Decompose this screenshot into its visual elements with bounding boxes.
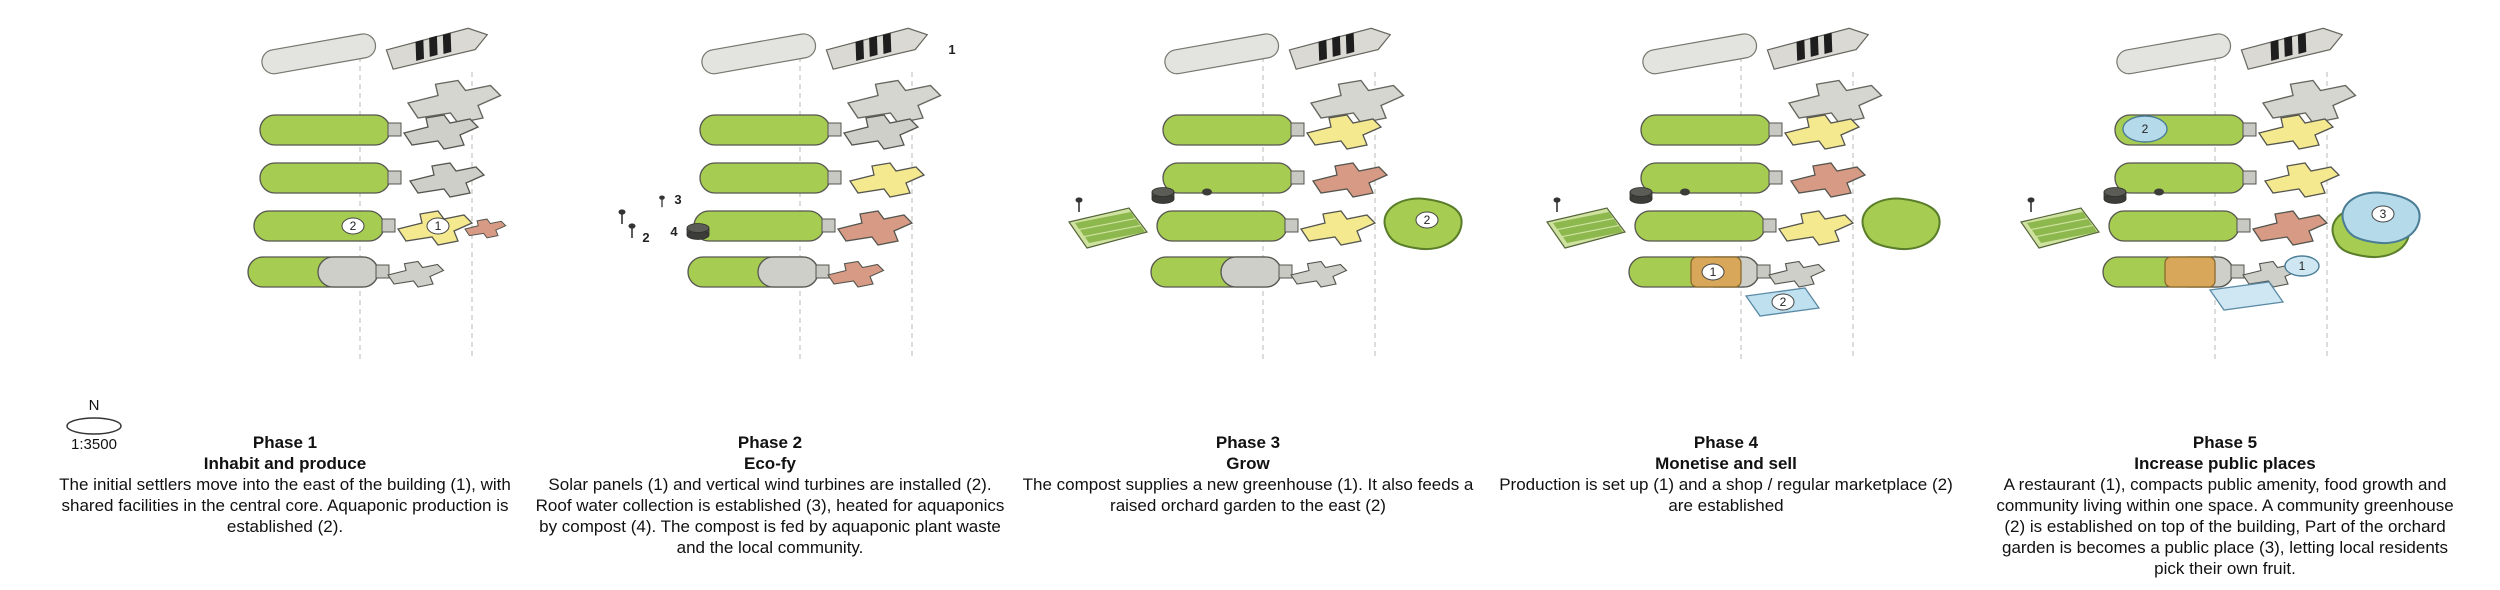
compost-marker: 4 — [670, 224, 678, 239]
phase-4-caption: Phase 4 Monetise and sell Production is … — [1486, 432, 1966, 516]
solar-panel-marker: 1 — [948, 42, 955, 57]
turbine-marker: 2 — [642, 230, 649, 245]
phase-subtitle: Eco-fy — [744, 454, 796, 474]
wing-unit — [837, 210, 913, 246]
pin-icon — [1202, 188, 1212, 196]
compost-icon — [2103, 187, 2127, 204]
phase-3-diagram: 2 — [1068, 12, 1463, 432]
phase-5-caption: Phase 5 Increase public places A restaur… — [1960, 432, 2490, 580]
wing-unit — [1300, 210, 1376, 246]
phase-description: Solar panels (1) and vertical wind turbi… — [535, 475, 1005, 558]
phase-description: The compost supplies a new greenhouse (1… — [1022, 475, 1474, 516]
wind-turbine-icon — [1074, 196, 1084, 213]
wing-unit — [2252, 210, 2328, 246]
wind-turbine-icon — [617, 208, 627, 225]
phase-description: A restaurant (1), compacts public amenit… — [1996, 475, 2454, 579]
phase-4-diagram: 1 2 — [1546, 12, 1941, 432]
phase-panel-4: 1 2 Phase 4 Monetise and sell Production… — [1486, 0, 1966, 590]
wing-unit — [1312, 162, 1388, 198]
marker-2: 2 — [1415, 211, 1439, 229]
phase-panel-2: 1 2 3 4 Phase 2 Eco-fy Solar panels (1) … — [530, 0, 1010, 590]
wing-unit — [1768, 260, 1826, 288]
marker-3: 3 — [2371, 205, 2395, 223]
wing-unit — [2258, 114, 2334, 150]
phase-title: Phase 4 — [1693, 433, 1759, 452]
north-label: N — [88, 397, 100, 414]
phase-2-diagram: 1 2 3 4 — [617, 12, 956, 432]
phase-title: Phase 1 — [252, 433, 318, 452]
phase-subtitle: Monetise and sell — [1655, 454, 1797, 474]
wing-unit — [1790, 162, 1866, 198]
compost-icon — [1629, 187, 1653, 204]
scale-label: 1:3500 — [71, 435, 117, 453]
wind-turbine-icon — [1552, 196, 1562, 213]
svg-text:1: 1 — [2299, 259, 2306, 273]
svg-text:1: 1 — [1710, 265, 1717, 279]
wing-unit — [1778, 210, 1854, 246]
greenhouse-blob — [1861, 197, 1941, 251]
compost-icon — [1151, 187, 1175, 204]
restaurant-block — [2164, 256, 2216, 288]
water-collection-icon — [658, 194, 666, 208]
wing-unit — [1306, 114, 1382, 150]
phase-1-caption: Phase 1 Inhabit and produce The initial … — [40, 432, 530, 537]
marker-2: 2 — [341, 217, 365, 235]
wing-unit — [1290, 260, 1348, 288]
pin-icon — [2154, 188, 2164, 196]
wing-unit — [843, 114, 919, 150]
marker-1: 1 — [426, 217, 450, 235]
svg-text:3: 3 — [2380, 207, 2387, 221]
svg-text:1: 1 — [435, 219, 442, 233]
phase-5-diagram: 3 2 1 — [2020, 12, 2421, 432]
public-place-shape — [2208, 281, 2285, 311]
marker-1: 1 — [1701, 263, 1725, 281]
wind-turbine-icon — [2026, 196, 2036, 213]
phase-panel-3: 2 Phase 3 Grow The compost supplies a ne… — [1008, 0, 1488, 590]
phase-subtitle: Inhabit and produce — [203, 454, 367, 474]
pin-icon — [1680, 188, 1690, 196]
svg-text:2: 2 — [350, 219, 357, 233]
phase-title: Phase 5 — [2192, 433, 2258, 452]
wing-unit — [409, 162, 485, 198]
compass-icon — [66, 416, 122, 435]
phase-title: Phase 2 — [737, 433, 803, 452]
phase-subtitle: Increase public places — [2134, 454, 2316, 474]
svg-text:2: 2 — [1424, 213, 1431, 227]
phase-description: Production is set up (1) and a shop / re… — [1499, 475, 1953, 516]
water-marker: 3 — [674, 192, 681, 207]
restaurant-marker: 1 — [2284, 255, 2320, 277]
phase-panel-1: 2 1 Phase 1 Inhabit and produce The init… — [40, 0, 530, 590]
phase-1-diagram: 2 1 — [160, 12, 507, 432]
compost-icon — [686, 223, 710, 240]
phase-panel-5: 3 2 1 Phase 5 Increase public places A r… — [1960, 0, 2490, 590]
wing-unit — [827, 260, 885, 288]
wing-unit — [849, 162, 925, 198]
orchard-garden-icon — [2020, 207, 2100, 249]
compass: N 1:3500 — [56, 397, 132, 453]
community-greenhouse-marker: 2 — [2122, 115, 2168, 143]
wing-unit — [403, 114, 479, 150]
wing-unit — [1784, 114, 1860, 150]
phase-description: The initial settlers move into the east … — [59, 475, 511, 537]
phase-title: Phase 3 — [1215, 433, 1281, 452]
wind-turbine-icon — [627, 222, 637, 239]
phase-2-caption: Phase 2 Eco-fy Solar panels (1) and vert… — [530, 432, 1010, 558]
wing-unit — [2264, 162, 2340, 198]
marker-2: 2 — [1771, 293, 1795, 311]
svg-text:2: 2 — [1780, 295, 1787, 309]
orchard-garden-icon — [1068, 207, 1148, 249]
wing-unit — [387, 260, 445, 288]
phase-3-caption: Phase 3 Grow The compost supplies a new … — [1008, 432, 1488, 516]
phase-subtitle: Grow — [1226, 454, 1270, 474]
svg-text:2: 2 — [2142, 122, 2149, 136]
orchard-garden-icon — [1546, 207, 1626, 249]
